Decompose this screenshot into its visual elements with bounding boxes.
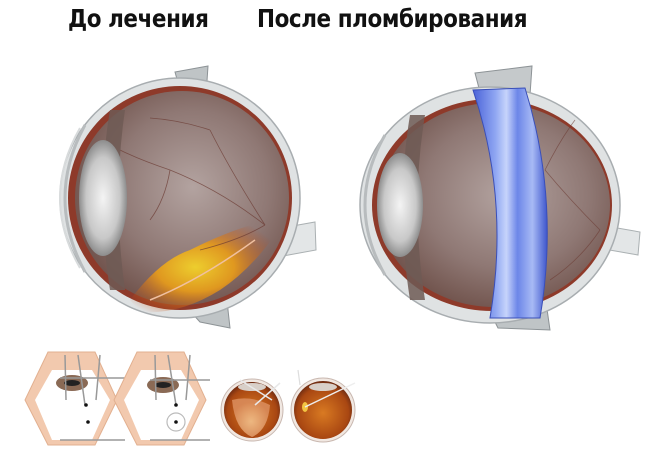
after-buckling-title: После пломбирования	[257, 4, 528, 33]
thumbnail-4	[290, 369, 356, 443]
thumbnail-3	[220, 378, 284, 442]
retinal-vessels	[544, 119, 601, 281]
retinal-vessels	[119, 117, 266, 251]
retina	[378, 103, 610, 307]
scleral-buckle	[472, 87, 548, 319]
lens	[79, 140, 127, 256]
thumbnail-2	[113, 351, 210, 446]
thumbnail-1	[24, 351, 125, 446]
cornea	[363, 134, 387, 276]
cornea	[63, 124, 87, 273]
retinal-detachment-lesion	[130, 222, 275, 313]
lens	[377, 153, 423, 257]
before-treatment-title: До лечения	[68, 4, 209, 33]
eye-after	[359, 65, 641, 331]
eye-before	[59, 65, 317, 329]
